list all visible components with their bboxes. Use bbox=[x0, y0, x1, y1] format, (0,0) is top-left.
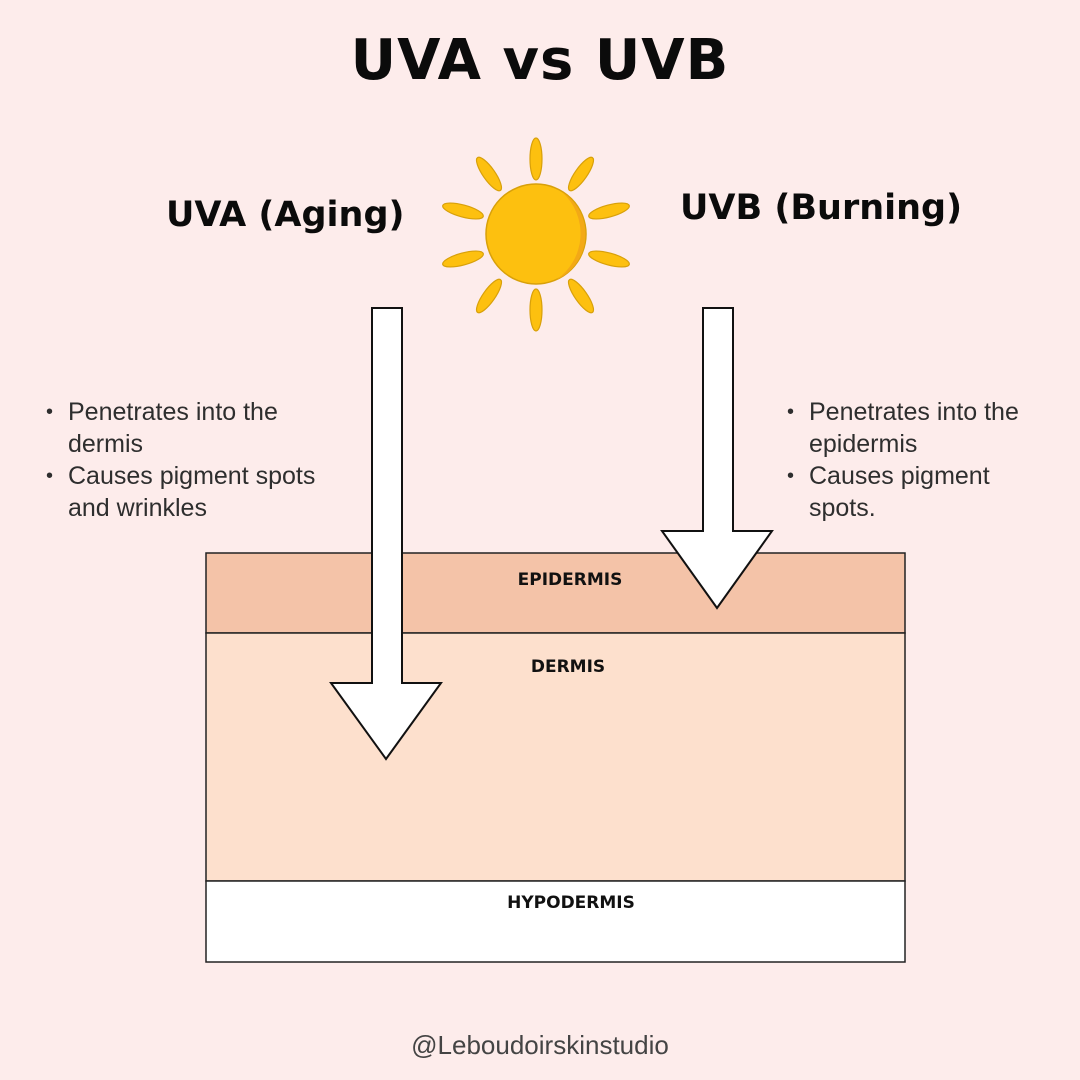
uva-bullet-list: Penetrates into the dermis Causes pigmen… bbox=[46, 396, 336, 524]
uva-heading: UVA (Aging) bbox=[166, 195, 405, 235]
hypodermis-layer bbox=[205, 880, 906, 963]
list-item: Penetrates into the dermis bbox=[46, 396, 336, 460]
uvb-bullet-list: Penetrates into the epidermis Causes pig… bbox=[787, 396, 1047, 524]
dermis-label: DERMIS bbox=[531, 657, 605, 677]
footer-handle: @Leboudoirskinstudio bbox=[411, 1030, 669, 1060]
skin-layers bbox=[205, 552, 906, 963]
down-arrow-icon bbox=[660, 307, 774, 610]
uvb-heading: UVB (Burning) bbox=[680, 188, 963, 228]
sun-icon bbox=[442, 137, 630, 332]
list-item: Causes pigment spots and wrinkles bbox=[46, 460, 336, 524]
hypodermis-label: HYPODERMIS bbox=[507, 893, 635, 913]
list-item: Penetrates into the epidermis bbox=[787, 396, 1047, 460]
list-item: Causes pigment spots. bbox=[787, 460, 1047, 524]
epidermis-label: EPIDERMIS bbox=[518, 570, 623, 590]
dermis-layer bbox=[205, 632, 906, 882]
page-title: UVA vs UVB bbox=[350, 28, 730, 93]
epidermis-layer bbox=[205, 552, 906, 634]
down-arrow-icon bbox=[329, 307, 443, 761]
